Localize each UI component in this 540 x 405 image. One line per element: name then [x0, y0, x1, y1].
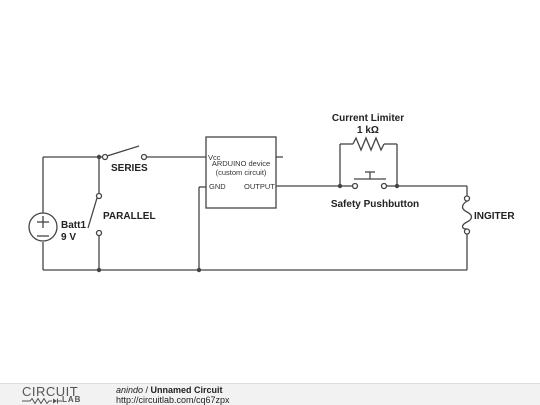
- battery-symbol[interactable]: [28, 212, 58, 242]
- circuit-title: Unnamed Circuit: [150, 385, 223, 395]
- device-pin-output: OUTPUT: [244, 182, 275, 191]
- limiter-wire: [339, 143, 398, 186]
- device-pin-vcc: Vcc: [208, 153, 221, 162]
- parallel-switch[interactable]: [87, 192, 103, 237]
- pushbutton-label: Safety Pushbutton: [331, 199, 419, 210]
- footer-bar: CIRCUIT LAB anindo / Unnamed Circuit htt…: [0, 383, 540, 405]
- circuit-credit: anindo / Unnamed Circuit: [116, 385, 223, 395]
- junction-node: [96, 267, 102, 273]
- author-link[interactable]: anindo: [116, 385, 144, 395]
- limiter-value: 1 kΩ: [357, 125, 379, 136]
- battery-value: 9 V: [61, 232, 76, 243]
- device-pin-gnd: GND: [209, 182, 226, 191]
- logo-resistor-icon: [22, 398, 62, 404]
- igniter-element[interactable]: [461, 195, 473, 235]
- parallel-label: PARALLEL: [103, 211, 156, 222]
- safety-pushbutton[interactable]: [340, 171, 397, 190]
- logo-text: CIRCUIT: [22, 384, 79, 399]
- logo-subtext: LAB: [62, 395, 82, 404]
- series-label: SERIES: [111, 163, 148, 174]
- circuit-url[interactable]: http://circuitlab.com/cq67zpx: [116, 395, 230, 405]
- igniter-label: INGITER: [474, 211, 515, 222]
- device-name: ARDUINO device: [212, 159, 270, 168]
- series-switch[interactable]: [101, 145, 148, 161]
- battery-name: Batt1: [61, 220, 86, 231]
- credit-separator: /: [143, 385, 151, 395]
- device-subtitle: (custom circuit): [216, 168, 267, 177]
- circuitlab-logo[interactable]: CIRCUIT LAB: [22, 384, 94, 404]
- current-limiter-resistor[interactable]: [352, 136, 385, 152]
- arduino-device-block[interactable]: [205, 136, 277, 209]
- limiter-label: Current Limiter: [332, 113, 404, 124]
